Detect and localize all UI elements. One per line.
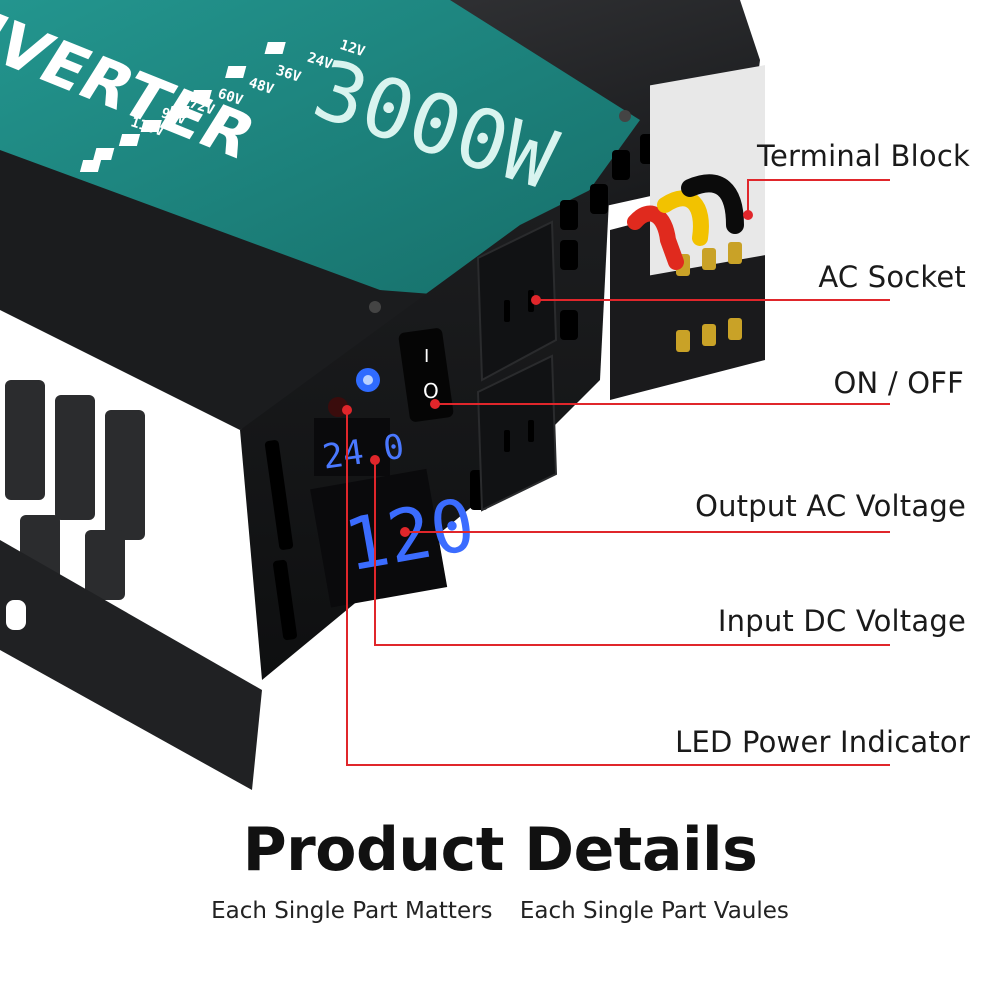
ac-socket-upper[interactable]: [476, 220, 558, 382]
callout-ac-socket: AC Socket: [818, 260, 966, 294]
voltage-labels: 12V 24V 36V 48V 60V 72V 96V 110V: [129, 37, 368, 140]
page-title: Product Details: [242, 815, 758, 885]
input-voltage-display: [314, 418, 390, 476]
callout-lines: [346, 179, 890, 766]
voltage-label: 12V: [338, 37, 368, 60]
checkbox-icon: [190, 90, 212, 102]
screw-icon: [619, 110, 631, 122]
socket-holes: [504, 290, 534, 452]
callout-input-dc-voltage: Input DC Voltage: [717, 604, 966, 638]
voltage-checkboxes: [79, 42, 286, 172]
callout-dots: [342, 210, 753, 537]
callout-led-power-indicator: LED Power Indicator: [675, 725, 970, 759]
mounting-bracket: [0, 540, 262, 790]
callout-line-input-dc: [374, 460, 890, 646]
tagline-2: Each Single Part Vaules: [519, 898, 789, 924]
voltage-label: 36V: [274, 63, 304, 86]
wire-red: [627, 205, 684, 270]
callout-output-ac-voltage: Output AC Voltage: [695, 489, 966, 523]
voltage-label: 48V: [247, 75, 277, 98]
switch-on-mark: I: [424, 346, 429, 367]
checkbox-icon: [225, 66, 247, 78]
label-panel: [0, 0, 640, 300]
page-subtitle: Each Single Part Matters Each Single Par…: [0, 898, 1000, 924]
callout-terminal-block: Terminal Block: [756, 139, 970, 173]
side-vents: [5, 380, 145, 600]
callout-on-off: ON / OFF: [833, 366, 964, 400]
terminal-screws: [676, 242, 742, 352]
checkbox-icon: [140, 120, 162, 132]
callout-line-led: [346, 410, 890, 766]
voltage-label: 96V: [159, 105, 189, 128]
ac-socket-lower[interactable]: [476, 354, 558, 512]
checkbox-icon: [93, 148, 115, 160]
checkbox-icon: [118, 134, 141, 146]
tagline-1: Each Single Part Matters: [211, 898, 493, 924]
voltage-label: 72V: [187, 96, 217, 119]
checkbox-icon: [168, 106, 190, 118]
checkbox-icon: [79, 160, 102, 172]
wire-black: [681, 174, 744, 234]
front-vents: [264, 134, 658, 641]
mounting-slot: [6, 600, 26, 630]
switch-off-mark: O: [423, 379, 439, 403]
screw-icon: [369, 301, 381, 313]
callout-line-terminal-block: [747, 179, 890, 215]
power-switch[interactable]: [398, 327, 454, 422]
wire-yellow: [657, 190, 709, 246]
checkbox-icon: [264, 42, 286, 54]
output-voltage-display: [310, 468, 448, 608]
voltage-label: 60V: [216, 86, 246, 109]
voltage-label: 24V: [305, 50, 335, 73]
